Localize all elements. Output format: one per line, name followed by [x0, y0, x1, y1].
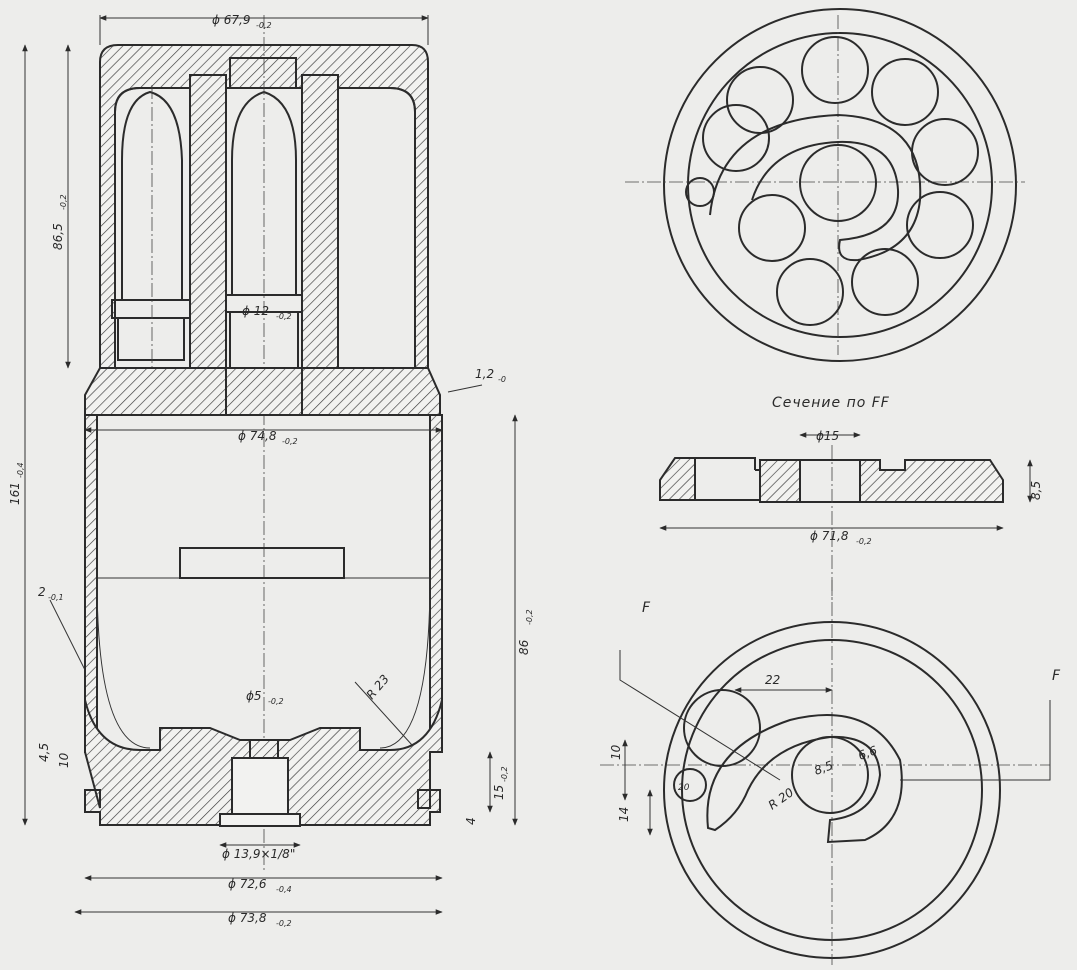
dim-pin-diameter: ϕ5 — [246, 689, 262, 703]
central-column-left — [189, 74, 227, 371]
lower-shell-left — [84, 414, 98, 753]
dim-base-15: 15 — [492, 785, 506, 800]
dim-side-45: 4,5 — [37, 743, 51, 762]
cartridge-rounds — [685, 36, 979, 326]
plan-small-round — [673, 768, 707, 802]
cut-mark-left: F — [642, 600, 651, 616]
central-column-right — [301, 74, 339, 371]
dim-plan-d85: 8,5 — [812, 758, 835, 778]
dim-chamfer: 1,2 — [475, 367, 494, 381]
dim-inner-diameter-tol: -0,2 — [276, 312, 292, 321]
dim-top-diameter: ϕ 67,9 — [212, 13, 250, 27]
upper-cavity — [337, 87, 416, 369]
cut-line-left — [619, 650, 781, 781]
upper-cavity-left — [114, 87, 191, 369]
inner-radius-right — [379, 577, 431, 749]
dim-outer-diameter-tol: -0,2 — [276, 919, 292, 928]
dim-wall: 2 — [38, 585, 46, 599]
dim-upper-height-tol: -0,2 — [59, 194, 68, 210]
section-center-part — [755, 459, 801, 503]
spiral-follower — [709, 113, 922, 262]
dim-overall-height: 161 — [8, 482, 22, 505]
dim-section-diameter-tol: -0,2 — [856, 537, 872, 546]
longitudinal-section — [84, 15, 443, 870]
dim-outer-diameter: ϕ 73,8 — [228, 911, 267, 925]
dim-base-diameter: ϕ 72,6 — [228, 877, 267, 891]
cut-mark-right: F — [1052, 668, 1061, 684]
section-right-part — [859, 459, 1004, 503]
dim-base-4: 4 — [464, 817, 478, 825]
dim-side-10: 10 — [57, 752, 71, 768]
dim-inner-diameter: ϕ 12 — [242, 304, 269, 318]
dim-pin-diameter-tol: -0,2 — [268, 697, 284, 706]
dim-plan-14: 14 — [617, 807, 631, 822]
dim-base-diameter-tol: -0,4 — [276, 885, 292, 894]
dim-plan-d66: 6,6 — [856, 743, 879, 763]
left-dimension-lines — [22, 15, 518, 915]
base-bore — [231, 757, 289, 815]
dim-overall-height-tol: -0,4 — [16, 462, 25, 478]
dim-section-15: ϕ15 — [816, 429, 839, 443]
follower-plate — [179, 547, 345, 579]
plan-view — [600, 580, 1051, 965]
base-counterbore — [219, 813, 301, 827]
cartridge-left-rim — [111, 299, 191, 361]
plan-center-round — [791, 736, 869, 814]
dim-plan-22: 22 — [765, 673, 780, 687]
dim-mid-diameter: ϕ 74,8 — [238, 429, 277, 443]
section-left-part — [659, 457, 696, 501]
dim-lower-height-tol: -0,2 — [525, 609, 534, 625]
top-view-circles — [625, 8, 1025, 362]
dim-base-15-tol: -0,2 — [500, 766, 509, 782]
dim-wall-tol: -0,1 — [48, 593, 64, 602]
column-cap — [229, 57, 297, 89]
plan-spiral — [706, 714, 903, 844]
dim-plan-d20: 20 — [678, 783, 690, 793]
dim-section-height: 8,5 — [1029, 481, 1043, 500]
dim-plan-10: 10 — [609, 744, 623, 760]
dim-section-diameter: ϕ 71,8 — [810, 529, 849, 543]
outer-ring — [663, 8, 1017, 362]
center-round — [799, 144, 877, 222]
section-caption: Сечение по FF — [772, 395, 890, 411]
section-ff — [659, 432, 1033, 600]
cartridge-left — [121, 90, 183, 301]
dim-plan-r20: R 20 — [766, 785, 797, 812]
dim-mid-diameter-tol: -0,2 — [282, 437, 298, 446]
dim-top-diameter-tol: -0,2 — [256, 21, 272, 30]
flange-center-insert — [225, 367, 303, 416]
dim-lower-height: 86 — [517, 639, 531, 655]
cut-line-right — [900, 700, 1051, 781]
dim-radius-23: R 23 — [364, 672, 392, 702]
dim-bore: ϕ 13,9×1/8" — [222, 847, 295, 861]
section-outline — [695, 457, 860, 503]
pin-bore — [249, 740, 279, 758]
dim-upper-height: 86,5 — [51, 223, 65, 250]
lower-shell-right — [429, 414, 443, 753]
dim-chamfer-tol: -0 — [498, 375, 506, 384]
inner-radius-left — [96, 577, 151, 749]
